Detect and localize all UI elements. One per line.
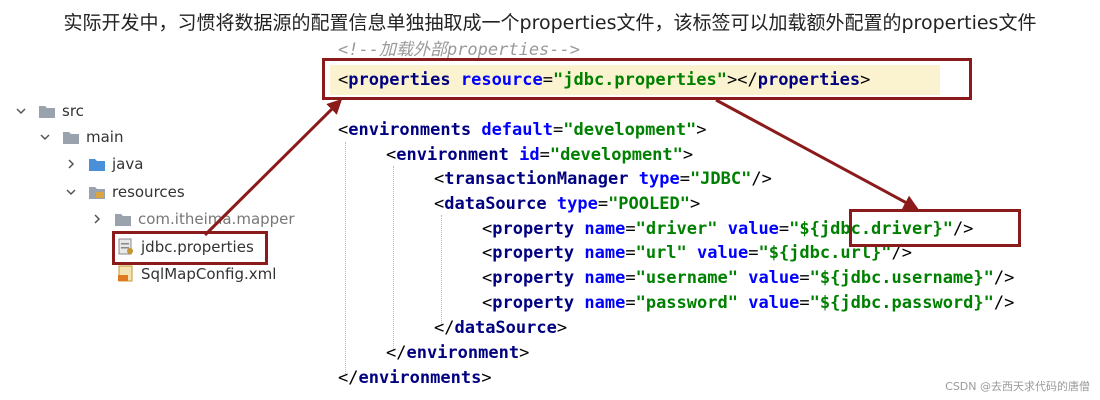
code-line-datasource-open: <dataSource type="POOLED">: [434, 194, 701, 214]
properties-file-icon: [117, 238, 135, 255]
xml-attr: resource: [460, 70, 543, 90]
code-line-property-password: <property name="password" value="${jdbc.…: [482, 293, 1015, 313]
tree-item-label: resources: [112, 183, 185, 201]
xml-attr: name: [584, 268, 626, 288]
watermark-text: CSDN @去西天求代码的唐僧: [945, 380, 1090, 393]
code-line-property-driver: <property name="driver" value="${jdbc.dr…: [482, 219, 974, 239]
xml-tag: environments: [358, 368, 482, 388]
tree-item-resources[interactable]: resources: [64, 181, 185, 203]
chevron-down-icon[interactable]: [38, 130, 52, 144]
project-file-tree: src main java resources: [0, 0, 320, 400]
xml-tag: properties: [348, 70, 451, 90]
tree-item-label: src: [62, 102, 84, 120]
code-line-properties: <properties resource="jdbc.properties"><…: [338, 70, 871, 90]
xml-tag: environment: [396, 145, 509, 165]
xml-value: "${jdbc.password}": [809, 293, 994, 313]
xml-tag: transactionManager: [444, 169, 629, 189]
xml-tag: property: [492, 219, 575, 239]
xml-tag: properties: [757, 70, 861, 90]
tree-item-label: java: [112, 155, 144, 173]
source-folder-icon: [88, 156, 106, 172]
arrow-properties-to-driver: [715, 98, 919, 210]
xml-attr: value: [697, 243, 749, 263]
xml-attr: type: [556, 194, 598, 214]
tree-item-src[interactable]: src: [14, 100, 84, 122]
tree-item-label: SqlMapConfig.xml: [141, 265, 277, 283]
xml-value: "JDBC": [689, 169, 752, 189]
code-line-datasource-close: </dataSource>: [434, 318, 568, 338]
xml-value: "driver": [635, 219, 718, 239]
xml-value: "${jdbc.url}": [758, 243, 892, 263]
code-line-property-url: <property name="url" value="${jdbc.url}"…: [482, 243, 913, 263]
xml-attr: value: [727, 219, 779, 239]
indent-guide: [345, 142, 346, 374]
folder-icon: [62, 129, 80, 145]
xml-attr: name: [584, 243, 626, 263]
folder-icon: [38, 103, 56, 119]
xml-value: "POOLED": [608, 194, 690, 214]
tree-item-label: jdbc.properties: [141, 238, 254, 256]
xml-tag: environments: [348, 120, 472, 140]
xml-value: "${jdbc.driver}": [789, 219, 953, 239]
chevron-right-icon[interactable]: [90, 212, 104, 226]
xml-attr: name: [584, 293, 626, 313]
tree-item-package[interactable]: com.itheima.mapper: [90, 208, 295, 230]
xml-file-icon: [117, 265, 135, 282]
xml-attr: type: [638, 169, 680, 189]
xml-attr: default: [481, 120, 553, 140]
xml-tag: property: [492, 293, 575, 313]
resources-folder-icon: [88, 184, 106, 200]
chevron-down-icon[interactable]: [14, 104, 28, 118]
tree-item-main[interactable]: main: [38, 126, 123, 148]
code-line-transaction-manager: <transactionManager type="JDBC"/>: [434, 169, 772, 189]
xml-attr: value: [748, 268, 800, 288]
code-line-environment-close: </environment>: [386, 343, 530, 363]
xml-value: "${jdbc.username}": [809, 268, 994, 288]
code-comment: <!--加载外部properties-->: [338, 40, 580, 60]
xml-tag: property: [492, 243, 575, 263]
chevron-down-icon[interactable]: [64, 185, 78, 199]
xml-value: "development": [549, 145, 683, 165]
xml-value: "password": [635, 293, 738, 313]
tree-item-label: com.itheima.mapper: [138, 210, 295, 228]
xml-attr: id: [519, 145, 540, 165]
code-line-environments-open: <environments default="development">: [338, 120, 707, 140]
xml-value: "jdbc.properties": [553, 70, 727, 90]
xml-tag: environment: [406, 343, 520, 363]
xml-value: "url": [635, 243, 687, 263]
code-line-property-username: <property name="username" value="${jdbc.…: [482, 268, 1015, 288]
xml-attr: name: [584, 219, 626, 239]
tree-item-label: main: [86, 128, 124, 146]
tree-item-sqlmapconfig[interactable]: SqlMapConfig.xml: [117, 263, 276, 285]
properties-line-highlight: [330, 65, 940, 95]
xml-attr: value: [748, 293, 800, 313]
folder-icon: [114, 211, 132, 227]
indent-guide: [441, 215, 442, 325]
xml-tag: dataSource: [454, 318, 557, 338]
xml-value: "username": [635, 268, 738, 288]
tree-item-java[interactable]: java: [64, 153, 143, 175]
chevron-right-icon[interactable]: [64, 157, 78, 171]
code-line-environment-open: <environment id="development">: [386, 145, 694, 165]
xml-tag: dataSource: [444, 194, 547, 214]
xml-value: "development": [563, 120, 697, 140]
heading-text: 实际开发中，习惯将数据源的配置信息单独抽取成一个properties文件，该标签…: [63, 12, 1037, 34]
tree-item-jdbc-properties[interactable]: jdbc.properties: [117, 236, 254, 258]
code-line-environments-close: </environments>: [338, 368, 492, 388]
xml-tag: property: [492, 268, 575, 288]
indent-guide: [393, 166, 394, 350]
